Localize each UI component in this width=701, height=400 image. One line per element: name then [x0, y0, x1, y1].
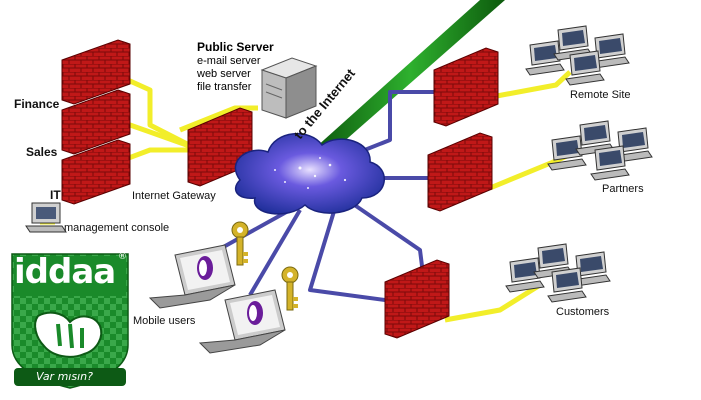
desktop-computer-icon — [525, 40, 565, 76]
remote-site-label: Remote Site — [570, 89, 631, 101]
sales-label: Sales — [26, 145, 58, 159]
desktop-computer-icon — [505, 257, 545, 293]
desktop-computer-icon — [547, 135, 587, 171]
internet-cloud — [234, 132, 386, 215]
desktop-computer-icon — [553, 25, 593, 61]
firewall-remote-site — [433, 47, 499, 127]
desktop-computer-icon — [533, 243, 573, 279]
computer-clusters — [505, 25, 653, 303]
internet-gateway-label: Internet Gateway — [132, 190, 216, 202]
iddaa-logo: iddaa ® Var mısın? — [8, 250, 132, 390]
laptop-icon — [148, 244, 236, 309]
firewall-finance — [61, 39, 131, 105]
management-console-label: management console — [64, 222, 170, 234]
key-icon — [231, 221, 249, 266]
desktop-computer-icon — [547, 267, 587, 303]
logo-wordmark: iddaa — [14, 252, 116, 292]
logo-tagline: Var mısın? — [36, 370, 93, 383]
key-icon — [281, 266, 299, 311]
finance-label: Finance — [14, 97, 60, 111]
registered-mark: ® — [118, 252, 127, 262]
laptop-icon — [198, 289, 286, 354]
public-server-icon — [260, 57, 318, 119]
public-server-service: e-mail server — [197, 55, 261, 67]
customers-label: Customers — [556, 306, 610, 318]
it-label: IT — [50, 188, 61, 202]
public-server-service: file transfer — [197, 81, 252, 93]
mobile-users-label: Mobile users — [133, 315, 196, 327]
partners-label: Partners — [602, 183, 644, 195]
firewall-customers — [384, 259, 450, 339]
public-server-services: e-mail server web server file transfer — [197, 55, 261, 94]
desktop-computer-icon — [565, 50, 605, 86]
firewall-sales — [61, 89, 131, 155]
public-server-service: web server — [197, 68, 251, 80]
management-console-computer-icon — [25, 202, 67, 233]
desktop-computer-icon — [590, 145, 630, 181]
desktop-computer-icon — [590, 33, 630, 69]
public-server-title: Public Server — [197, 40, 274, 54]
firewall-partners — [427, 132, 493, 212]
firewall-it — [61, 139, 131, 205]
internet-pipe — [315, 0, 505, 152]
